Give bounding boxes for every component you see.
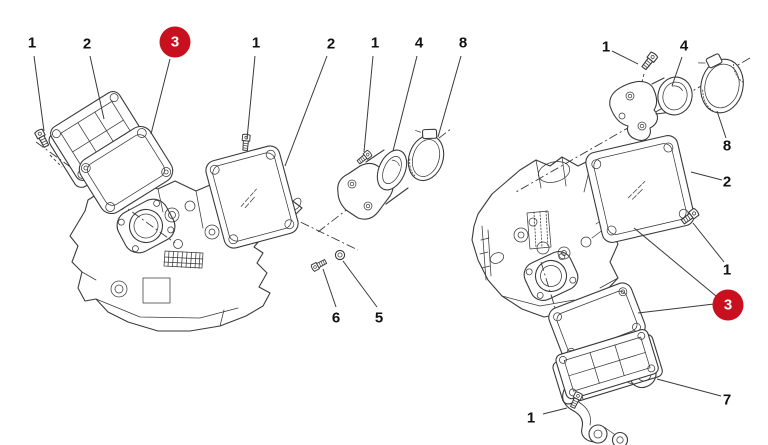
callout-1-right-plate-screw: 1 <box>526 409 536 427</box>
callout-8-right-clamp: 8 <box>722 137 732 155</box>
callout-2-left-cover: 2 <box>326 35 336 53</box>
badge-3-right-gasket: 3 <box>712 289 744 321</box>
callout-2-right-cover: 2 <box>722 173 732 191</box>
callout-1-right-top-screw: 1 <box>601 38 611 56</box>
left-manifold <box>337 149 409 220</box>
right-view <box>471 50 751 445</box>
callout-2-left-cover-face: 2 <box>82 35 92 53</box>
left-flange-screw <box>33 127 51 149</box>
left-gasket <box>78 125 174 215</box>
callout-1-right-cover-screw: 1 <box>722 261 732 279</box>
callout-4-right-manifold: 4 <box>679 37 689 55</box>
callout-1-left-cover-screw: 1 <box>251 34 261 52</box>
callout-8-left-clamp: 8 <box>458 34 468 52</box>
left-view <box>33 55 462 332</box>
right-stamped-cover <box>585 135 695 243</box>
washer-5 <box>334 249 346 261</box>
badge-3-left-gasket: 3 <box>159 26 191 58</box>
left-stamped-cover <box>205 145 299 249</box>
right-manifold <box>609 76 693 141</box>
callout-4-left-manifold: 4 <box>414 34 424 52</box>
left-cover-screw <box>240 133 251 152</box>
right-engine-block <box>471 156 619 318</box>
right-clamp <box>698 53 744 114</box>
right-leader-lines <box>542 50 727 415</box>
blanking-plate-bracket <box>552 329 663 445</box>
callout-1-left-flange-screw: 1 <box>27 34 37 52</box>
left-clamp <box>407 128 445 182</box>
callout-7-bracket: 7 <box>722 391 732 409</box>
callout-6-bolt: 6 <box>331 309 341 327</box>
right-top-screw <box>640 50 659 72</box>
callout-1-left-manifold-screw: 1 <box>370 34 380 52</box>
left-leader-lines <box>33 55 462 308</box>
bolt-6 <box>310 257 328 273</box>
callout-5-washer: 5 <box>374 309 384 327</box>
